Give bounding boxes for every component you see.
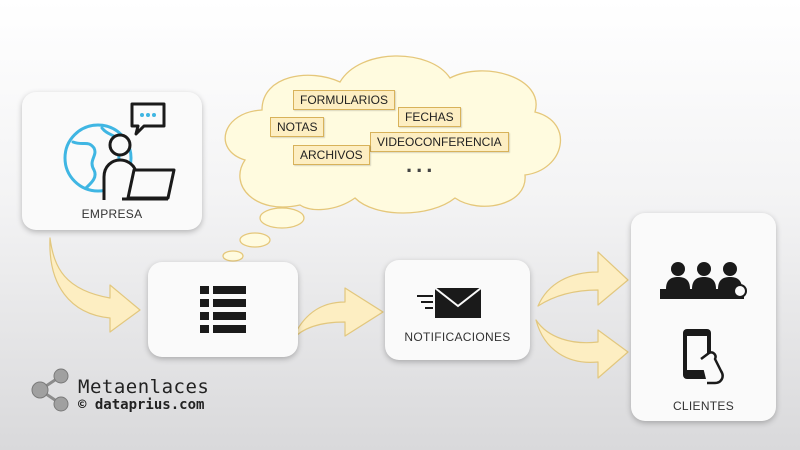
- mail-icon: [417, 287, 482, 318]
- brand-name: Metaenlaces: [78, 376, 210, 398]
- clientes-label: CLIENTES: [672, 399, 735, 413]
- empresa-label: EMPRESA: [81, 207, 143, 221]
- arrow-notificaciones-to-meeting: [537, 251, 629, 307]
- list-card: [148, 262, 298, 357]
- ellipsis: ...: [406, 152, 437, 177]
- tag-formularios: FORMULARIOS: [293, 90, 396, 110]
- thought-bubble-medium: [239, 232, 271, 248]
- list-icon: [200, 286, 246, 333]
- chat-bubble-icon: [130, 102, 166, 136]
- tag-videoconferencia: VIDEOCONFERENCIA: [370, 132, 509, 152]
- notificaciones-label: NOTIFICACIONES: [404, 330, 511, 344]
- empresa-card: EMPRESA: [22, 92, 202, 230]
- notificaciones-card: NOTIFICACIONES: [385, 260, 530, 360]
- tag-fechas: FECHAS: [398, 107, 461, 127]
- arrow-notificaciones-to-phone: [535, 319, 629, 379]
- share-icon: [31, 368, 69, 412]
- clientes-card: CLIENTES: [631, 213, 776, 421]
- thought-bubble-large: [259, 207, 305, 229]
- tag-notas: NOTAS: [270, 117, 325, 137]
- brand-sub: © dataprius.com: [78, 397, 205, 413]
- smartphone-icon: [683, 329, 724, 385]
- laptop-icon: [122, 168, 176, 201]
- tag-archivos: ARCHIVOS: [293, 145, 370, 165]
- meeting-icon: [660, 262, 747, 299]
- arrow-empresa-to-list: [49, 237, 141, 333]
- arrow-list-to-notificaciones: [291, 287, 384, 341]
- thought-bubble-small: [222, 250, 244, 262]
